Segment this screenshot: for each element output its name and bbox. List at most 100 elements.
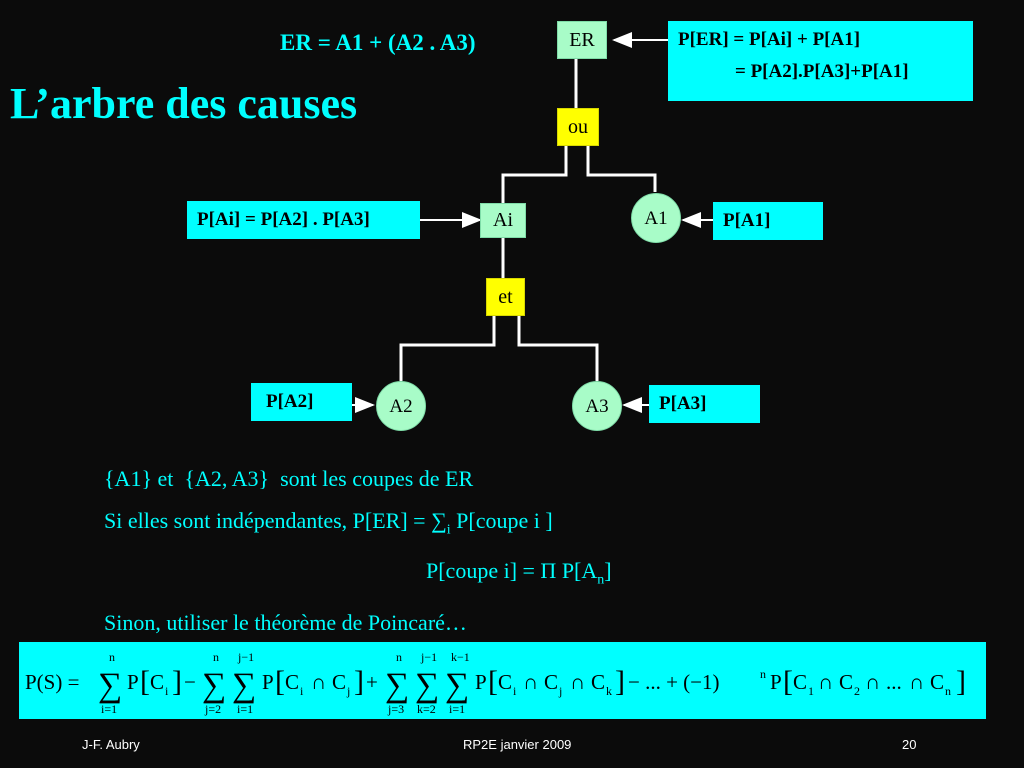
f-t2-j: j xyxy=(346,684,350,698)
f-t4-close: ] xyxy=(956,665,966,698)
node-a3: A3 xyxy=(572,381,622,431)
f-t2: P xyxy=(262,670,274,694)
per-box: P[ER] = P[Ai] + P[A1] = P[A2].P[A3]+P[A1… xyxy=(668,21,973,101)
f-sigma3c: ∑ xyxy=(445,667,469,704)
f-t4-cap1: ∩ xyxy=(818,670,833,694)
f-plus: + xyxy=(366,670,378,694)
top-formula: ER = A1 + (A2 . A3) xyxy=(280,30,476,55)
f-lhs: P(S) = xyxy=(25,670,79,694)
product-text: P[coupe i] = Π P[A xyxy=(426,558,598,583)
pa3-box: P[A3] xyxy=(649,385,760,423)
f-t2-close: ] xyxy=(354,665,364,698)
f-t2-c1: C xyxy=(285,670,299,694)
pa1-text: P[A1] xyxy=(723,210,771,231)
f-exp-n: n xyxy=(760,667,766,681)
footer-event: RP2E janvier 2009 xyxy=(463,737,572,752)
f-t4-1: 1 xyxy=(808,684,814,698)
f-t3: P xyxy=(475,670,487,694)
pa3-text: P[A3] xyxy=(659,393,707,414)
f-sum2b-bot: i=1 xyxy=(237,702,253,716)
f-t1: P xyxy=(127,670,139,694)
f-sum1-top: n xyxy=(109,650,115,664)
gate-et: et xyxy=(486,278,525,316)
f-sum2b-top: j−1 xyxy=(237,650,254,664)
f-sum3b-top: j−1 xyxy=(420,650,437,664)
f-sigma2b: ∑ xyxy=(232,667,256,704)
f-minus1: − xyxy=(184,670,196,694)
body-line-4: Sinon, utiliser le théorème de Poincaré… xyxy=(104,610,467,635)
node-a2: A2 xyxy=(376,381,426,431)
f-t3-cap2: ∩ xyxy=(570,670,585,694)
f-t3-close: ] xyxy=(615,665,625,698)
body-line-3: P[coupe i] = Π P[An] xyxy=(426,558,612,588)
f-t2-open: [ xyxy=(275,665,285,698)
f-t1-c: C xyxy=(150,670,164,694)
f-t3-open: [ xyxy=(488,665,498,698)
node-a2-label: A2 xyxy=(389,396,413,417)
poincare-formula: P(S) = n ∑ i=1 P [ C i ] − n ∑ j=2 j−1 ∑… xyxy=(25,650,966,716)
node-er: ER xyxy=(557,21,607,59)
f-t4-open: [ xyxy=(783,665,793,698)
f-t2-i: i xyxy=(300,684,304,698)
f-t3-k: k xyxy=(606,684,612,698)
f-t1-close: ] xyxy=(172,665,182,698)
f-t4-cap2: ∩ xyxy=(865,670,880,694)
f-t3-c2: C xyxy=(544,670,558,694)
f-sum3a-top: n xyxy=(396,650,402,664)
f-t4-2: 2 xyxy=(854,684,860,698)
body-line-2: Si elles sont indépendantes, P[ER] = ∑i … xyxy=(104,508,553,538)
f-t3-i: i xyxy=(513,684,517,698)
node-a1: A1 xyxy=(631,193,681,243)
node-ai-label: Ai xyxy=(493,209,513,231)
ou-ai-connector xyxy=(501,146,568,203)
f-sum2a-top: n xyxy=(213,650,219,664)
f-sigma1: ∑ xyxy=(98,667,122,704)
f-t1-open: [ xyxy=(140,665,150,698)
independent-text: Si elles sont indépendantes, P[ER] = ∑ xyxy=(104,508,447,533)
node-er-label: ER xyxy=(569,29,595,51)
f-t4-n: n xyxy=(945,684,951,698)
et-a3-connector xyxy=(517,316,599,381)
pai-text: P[Ai] = P[A2] . P[A3] xyxy=(197,209,370,230)
f-t3-j: j xyxy=(558,684,562,698)
f-t4-cn: C xyxy=(930,670,944,694)
pa1-box: P[A1] xyxy=(713,202,823,240)
node-a3-label: A3 xyxy=(585,396,609,417)
f-t2-c2: C xyxy=(332,670,346,694)
f-t4-c2: C xyxy=(839,670,853,694)
cut-sets: {A1} et {A2, A3} xyxy=(104,466,270,491)
pa2-text: P[A2] xyxy=(266,391,314,412)
f-t4-c1: C xyxy=(793,670,807,694)
gate-ou-label: ou xyxy=(568,116,588,138)
et-a2-connector xyxy=(399,316,496,381)
f-sum3b-bot: k=2 xyxy=(417,702,436,716)
slide-title: L’arbre des causes xyxy=(10,79,358,128)
f-sigma3a: ∑ xyxy=(385,667,409,704)
pai-box: P[Ai] = P[A2] . P[A3] xyxy=(187,201,420,239)
f-sum3c-top: k−1 xyxy=(451,650,470,664)
f-sum3c-bot: i=1 xyxy=(449,702,465,716)
gate-et-label: et xyxy=(498,286,513,308)
f-t1-i: i xyxy=(165,684,169,698)
f-sum2a-bot: j=2 xyxy=(204,702,221,716)
body-line-1: {A1} et {A2, A3} sont les coupes de ER xyxy=(104,466,473,492)
f-t3-cap1: ∩ xyxy=(523,670,538,694)
ou-a1-connector xyxy=(586,146,657,192)
f-sum1-bot: i=1 xyxy=(101,702,117,716)
f-t3-c3: C xyxy=(591,670,605,694)
f-sigma2a: ∑ xyxy=(202,667,226,704)
sum-index: i xyxy=(446,522,451,538)
f-ellipsis: − ... + (−1) xyxy=(628,670,720,694)
f-t3-c1: C xyxy=(498,670,512,694)
independent-text-end: P[coupe i ] xyxy=(450,508,553,533)
f-t2-cap: ∩ xyxy=(311,670,326,694)
pa2-box: P[A2] xyxy=(251,383,352,421)
poincare-formula-box: P(S) = n ∑ i=1 P [ C i ] − n ∑ j=2 j−1 ∑… xyxy=(19,642,986,719)
gate-ou: ou xyxy=(557,108,599,146)
node-ai: Ai xyxy=(480,203,526,238)
footer-author: J-F. Aubry xyxy=(82,737,140,752)
cut-sets-text: sont les coupes de ER xyxy=(280,466,474,491)
per-line2: = P[A2].P[A3]+P[A1] xyxy=(735,61,909,82)
